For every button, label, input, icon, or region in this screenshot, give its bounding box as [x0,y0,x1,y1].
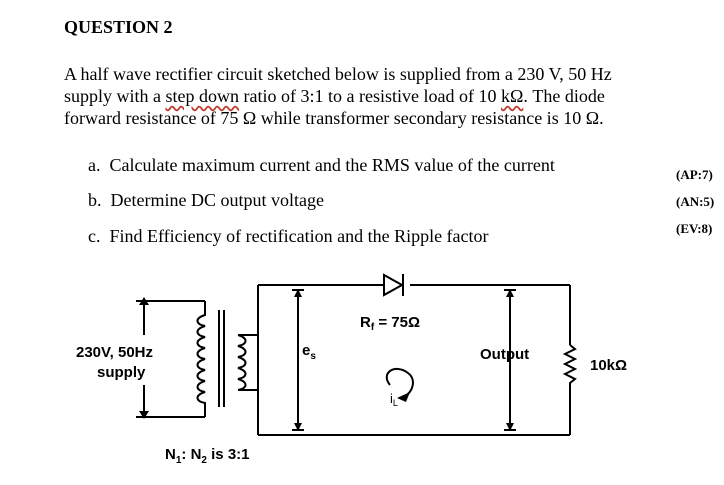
load-current-label: iL [390,391,398,408]
turns-ratio-label: N1: N2 is 3:1 [165,446,250,466]
supply-label-2: supply [97,364,146,381]
question-text: A half wave rectifier circuit sketched b… [64,64,612,128]
output-label: Output [480,346,529,363]
load-value-label: 10kΩ [590,357,627,374]
marks-c: (EV:8) [676,221,713,236]
primary-coil [196,301,206,417]
sub-question-b: b. Determine DC output voltage [88,190,324,210]
question-title: QUESTION 2 [64,17,173,37]
marks-b: (AN:5) [676,194,715,209]
load-resistor [562,344,578,390]
supply-label-1: 230V, 50Hz [76,344,153,361]
marks-a: (AP:7) [676,167,713,182]
sub-question-a: a. Calculate maximum current and the RMS… [88,155,555,175]
load-current-arrow [385,367,414,398]
diode-resistance-label: Rf = 75Ω [360,314,420,333]
diode-symbol [383,273,405,297]
secondary-coil [237,334,247,391]
es-label: es [302,342,316,362]
sub-question-c: c. Find Efficiency of rectification and … [88,226,489,246]
rectifier-circuit-diagram: 230V, 50Hz supply Rf = 75Ω es iL Output … [76,273,627,466]
